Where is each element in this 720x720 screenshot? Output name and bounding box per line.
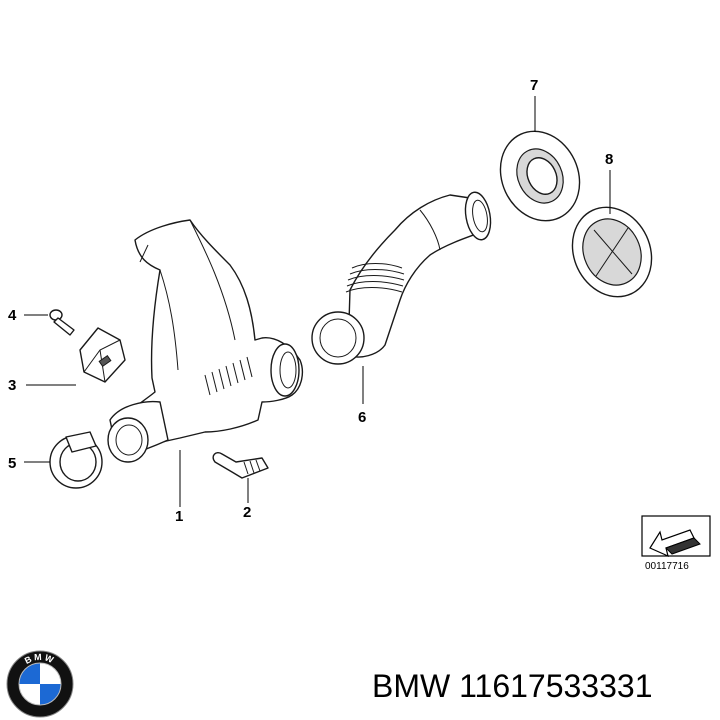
bmw-logo-icon: BMW bbox=[6, 650, 74, 718]
part-7-grommet bbox=[499, 130, 581, 222]
part-6-intake-hose bbox=[311, 191, 492, 365]
drawing-reference-box: 00117716 bbox=[641, 515, 711, 572]
callout-3: 3 bbox=[8, 377, 16, 394]
part-3-holder bbox=[79, 327, 126, 383]
logo-text: BMW bbox=[23, 652, 55, 666]
arrow-icon bbox=[649, 529, 695, 558]
leader-lines bbox=[24, 96, 611, 507]
drawing-code: 00117716 bbox=[645, 561, 689, 572]
part-8-cover-cap bbox=[571, 206, 653, 298]
part-4-screw bbox=[49, 309, 75, 336]
callout-5: 5 bbox=[8, 455, 16, 472]
callout-4: 4 bbox=[8, 307, 17, 324]
svg-text:BMW: BMW bbox=[23, 652, 57, 666]
callout-2: 2 bbox=[243, 504, 251, 521]
part-5-hose-clamp bbox=[49, 431, 103, 489]
callout-numbers: 1 2 3 4 5 6 7 8 bbox=[8, 77, 613, 525]
callout-8: 8 bbox=[605, 151, 613, 168]
callout-1: 1 bbox=[175, 508, 183, 525]
callout-7: 7 bbox=[530, 77, 538, 94]
part-number-label: BMW 11617533331 bbox=[372, 668, 653, 704]
part-1-intake-housing bbox=[107, 219, 304, 463]
callout-6: 6 bbox=[358, 409, 366, 426]
part-2-clip bbox=[212, 452, 269, 479]
